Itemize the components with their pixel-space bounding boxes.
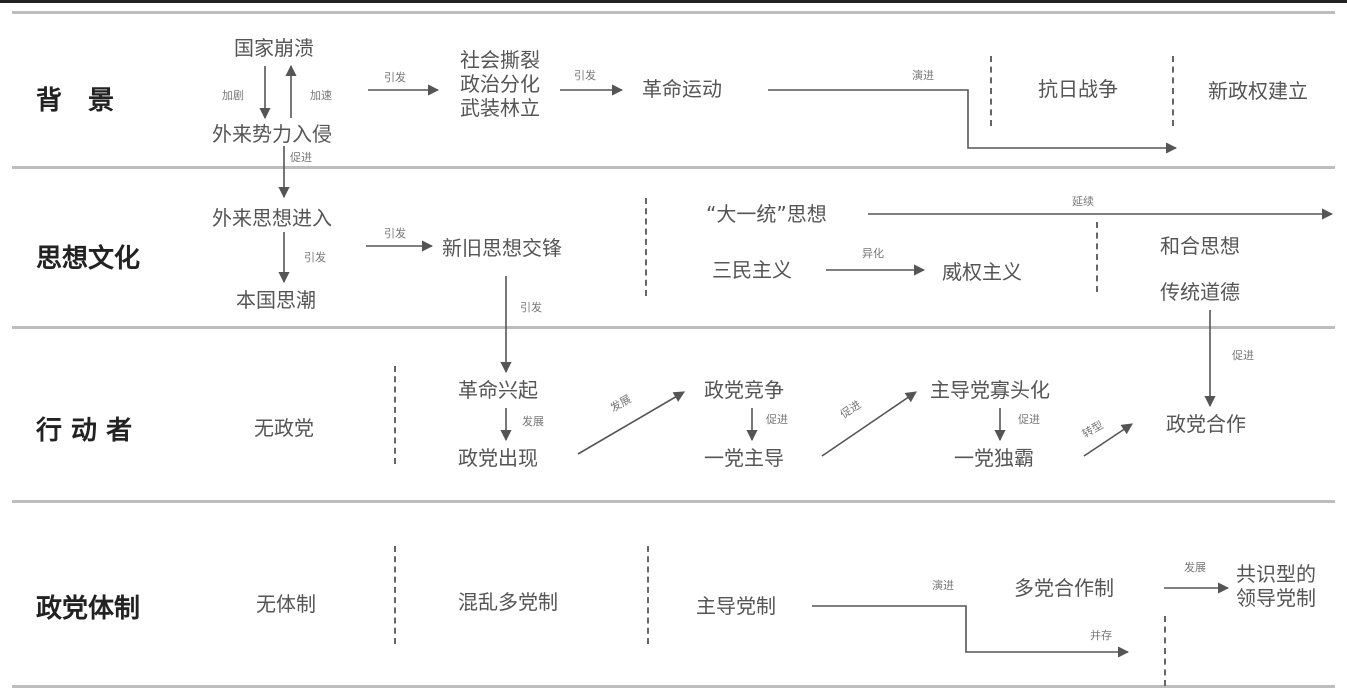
edge-label: 演进 — [932, 579, 954, 592]
row-divider — [12, 500, 1335, 503]
node-line: 武装林立 — [460, 96, 540, 120]
arrow-dominate-to-cooperate — [1083, 423, 1133, 457]
arrow-appear-to-compete — [577, 391, 685, 455]
edge-label: 引发 — [574, 69, 596, 82]
top-border — [0, 0, 1347, 3]
node-foreign-thought: 外来思想进入 — [212, 206, 332, 230]
edge-label: 延续 — [1072, 195, 1094, 208]
edge-label: 发展 — [1184, 561, 1206, 574]
arrow-dominant-to-multi — [812, 605, 1130, 658]
edge-label: 加剧 — [222, 89, 244, 102]
stage-divider — [990, 56, 992, 126]
node-foreign-invasion: 外来势力入侵 — [212, 122, 332, 146]
node-sanmin: 三民主义 — [712, 258, 792, 282]
edge-label: 异化 — [862, 247, 884, 260]
node-no-party: 无政党 — [254, 416, 314, 440]
row-label-actors: 行 动 者 — [36, 416, 133, 446]
node-traditional-morality: 传统道德 — [1160, 280, 1240, 304]
node-party-competition: 政党竞争 — [704, 378, 784, 402]
node-no-system: 无体制 — [256, 592, 316, 616]
node-unity-thought: “大一统”思想 — [706, 202, 827, 226]
arrow-lead-to-oligarch — [821, 391, 917, 457]
row-label-system: 政党体制 — [36, 594, 141, 624]
node-dominant-party: 主导党制 — [696, 594, 776, 618]
node-party-cooperation: 政党合作 — [1166, 412, 1246, 436]
node-new-regime: 新政权建立 — [1208, 79, 1308, 103]
node-revolution-rise: 革命兴起 — [458, 378, 538, 402]
node-line: 政治分化 — [460, 72, 540, 96]
edge-label: 引发 — [384, 71, 406, 84]
row-divider — [12, 166, 1335, 169]
node-thought-clash: 新旧思想交锋 — [442, 236, 562, 260]
node-line: 共识型的 — [1236, 562, 1316, 586]
stage-divider — [394, 366, 396, 464]
node-harmony-thought: 和合思想 — [1160, 234, 1240, 258]
node-chaotic-multiparty: 混乱多党制 — [458, 590, 558, 614]
stage-divider — [647, 546, 649, 644]
edge-label: 促进 — [290, 151, 312, 164]
node-oligarchization: 主导党寡头化 — [930, 378, 1050, 402]
node-authoritarianism: 威权主义 — [942, 260, 1022, 284]
edge-label: 加速 — [310, 89, 332, 102]
node-social-split: 社会撕裂 政治分化 武装林立 — [450, 48, 550, 120]
node-local-thought: 本国思潮 — [236, 288, 316, 312]
edge-label: 促进 — [1018, 413, 1040, 426]
node-line: 领导党制 — [1236, 586, 1316, 610]
node-consensus-leadership: 共识型的 领导党制 — [1236, 562, 1340, 610]
edge-label: 引发 — [384, 227, 406, 240]
edge-label: 促进 — [766, 413, 788, 426]
stage-divider — [394, 546, 396, 644]
stage-divider — [1164, 616, 1166, 686]
edge-label: 并存 — [1090, 629, 1112, 642]
row-divider — [12, 11, 1335, 14]
stage-divider — [645, 198, 647, 296]
edge-label: 引发 — [520, 301, 542, 314]
node-state-collapse: 国家崩溃 — [234, 36, 314, 60]
node-revolution-movement: 革命运动 — [642, 77, 722, 101]
row-divider — [12, 326, 1335, 329]
arrow-revolution-to-regime — [768, 89, 1178, 154]
stage-divider — [1096, 222, 1098, 292]
node-party-appear: 政党出现 — [458, 446, 538, 470]
row-label-background: 背 景 — [36, 86, 115, 116]
stage-divider — [1172, 56, 1174, 126]
row-label-thought: 思想文化 — [36, 244, 141, 274]
row-divider — [12, 685, 1335, 688]
edge-label: 发展 — [522, 415, 544, 428]
node-one-party-dominance: 一党独霸 — [954, 446, 1034, 470]
node-anti-japanese-war: 抗日战争 — [1038, 77, 1118, 101]
edge-label: 演进 — [912, 69, 934, 82]
node-multiparty-cooperation: 多党合作制 — [1014, 576, 1114, 600]
node-one-party-lead: 一党主导 — [704, 446, 784, 470]
edge-label: 促进 — [1232, 349, 1254, 362]
edge-label: 引发 — [304, 251, 326, 264]
node-line: 社会撕裂 — [460, 48, 540, 72]
